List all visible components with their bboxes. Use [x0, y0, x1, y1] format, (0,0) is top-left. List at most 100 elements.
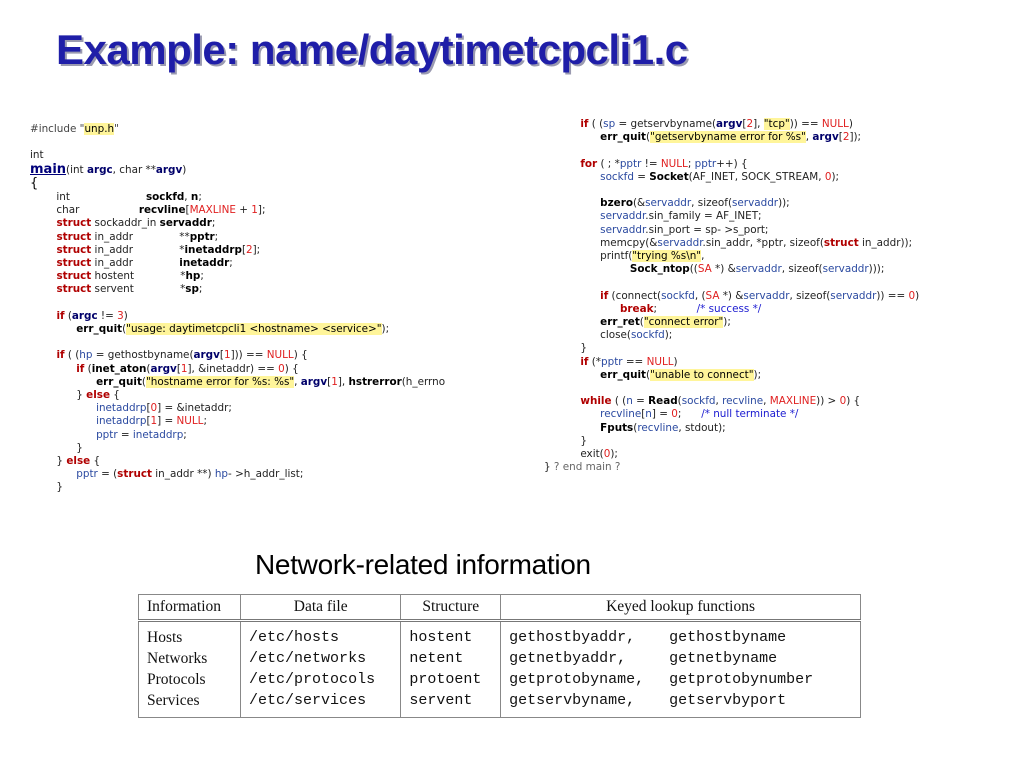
code-token: ], — [753, 118, 764, 130]
code-token — [544, 290, 600, 302]
code-token: inetaddr — [179, 257, 230, 270]
code-token — [544, 316, 600, 328]
code-token: )); — [778, 197, 790, 210]
code-line: char recvline[MAXLINE + 1]; — [30, 204, 545, 217]
code-token: SA — [705, 289, 720, 302]
code-token: [ — [146, 415, 151, 428]
code-token — [544, 369, 600, 381]
code-line: } — [30, 481, 545, 494]
code-token: ] = — [157, 415, 177, 428]
code-token: + — [235, 204, 252, 217]
code-token: )) == — [876, 289, 909, 302]
code-token: sockfd — [630, 329, 665, 342]
code-line: pptr = inetaddrp; — [30, 429, 545, 442]
code-token: pptr — [189, 230, 215, 243]
code-line: #include "unp.h" — [30, 123, 545, 136]
code-line: int — [30, 149, 545, 162]
lookup-function-2: getnetbyname — [669, 650, 778, 667]
code-line: err_quit("usage: daytimetcpcli1 <hostnam… — [30, 323, 545, 336]
code-token: struct — [117, 468, 152, 481]
code-token: ; — [198, 283, 203, 296]
slide-title: Example: name/daytimetcpcli1.c — [56, 26, 688, 73]
code-token: NULL — [660, 157, 688, 170]
code-token: ; — [653, 302, 697, 315]
code-token: servaddr — [159, 217, 212, 230]
code-token: in_addr * — [91, 243, 185, 256]
code-line: servaddr.sin_family = AF_INET; — [544, 210, 1014, 223]
code-token: ) — [915, 289, 920, 302]
code-token: ? end main ? — [553, 461, 621, 474]
code-token: if — [56, 309, 65, 322]
code-line: if (connect(sockfd, (SA *) &servaddr, si… — [544, 290, 1014, 303]
code-line: { — [30, 177, 545, 191]
code-token: pptr — [619, 157, 642, 170]
code-line: bzero(&servaddr, sizeof(servaddr)); — [544, 197, 1014, 210]
cell-data-file: /etc/networks — [240, 648, 401, 669]
code-token: ( — [639, 316, 644, 329]
cell-information: Protocols — [147, 670, 206, 688]
code-token: hp — [214, 468, 229, 481]
code-token: recvline — [722, 395, 764, 408]
code-token: sockfd — [681, 395, 716, 408]
code-token: ( — [141, 375, 146, 388]
code-token: int — [30, 149, 44, 162]
code-line — [30, 297, 545, 310]
code-token: ) { — [846, 395, 861, 408]
code-token: NULL — [266, 349, 294, 362]
code-token: 0 — [150, 402, 158, 415]
code-token: ]); — [849, 131, 862, 144]
code-token: "tcp" — [763, 118, 790, 130]
lookup-function-1: getservbyname, — [509, 692, 636, 709]
code-token: struct — [56, 217, 92, 230]
code-token: (& — [632, 197, 646, 210]
code-token: ]; — [257, 204, 266, 217]
code-token: "hostname error for %s: %s" — [145, 375, 295, 388]
code-token: inetaddrp — [96, 415, 147, 428]
code-token: ])) == — [230, 349, 267, 362]
code-token: ) — [848, 118, 853, 130]
code-token: = ( — [97, 468, 118, 481]
code-token: - >h_addr_list; — [228, 468, 304, 481]
code-token: , — [184, 191, 191, 204]
code-token: ; — [214, 230, 219, 243]
code-token: ; — [200, 270, 204, 283]
code-token: } — [30, 455, 67, 468]
code-line — [30, 136, 545, 149]
code-token: ], — [337, 375, 349, 388]
code-line: err_quit("unable to connect"); — [544, 368, 1014, 382]
code-token: sockaddr_in — [91, 217, 160, 230]
code-line: memcpy(&servaddr.sin_addr, *pptr, sizeof… — [544, 237, 1014, 250]
code-token: argv — [300, 375, 328, 388]
code-token: else — [66, 455, 91, 468]
code-token: servaddr — [600, 210, 646, 223]
code-token: argc — [71, 309, 98, 322]
cell-data-file: /etc/hosts — [240, 620, 401, 648]
code-token — [544, 118, 580, 130]
code-token: in_addr **) — [151, 468, 215, 481]
code-token — [544, 158, 580, 170]
code-token: in_addr — [91, 257, 180, 270]
header-lookup-functions: Keyed lookup functions — [500, 594, 861, 622]
code-token: in_addr)); — [858, 236, 913, 249]
code-line: servaddr.sin_port = sp- >s_port; — [544, 224, 1014, 237]
code-line: struct hostent *hp; — [30, 270, 545, 283]
code-token: MAXLINE — [189, 204, 236, 217]
code-token — [30, 429, 96, 441]
code-token: 0 — [278, 362, 285, 375]
cell-information: Services — [147, 691, 200, 709]
cell-lookup-functions: getservbyname,getservbyport — [500, 690, 861, 718]
code-token: ( — [64, 309, 72, 322]
code-token: (int — [66, 163, 87, 176]
code-token: struct — [56, 257, 92, 270]
code-token: "connect error" — [643, 316, 724, 329]
code-token: 0 — [908, 289, 916, 302]
code-line: struct in_addr *inetaddrp[2]; — [30, 244, 545, 257]
code-token: *) & — [711, 263, 736, 276]
code-token — [544, 131, 600, 143]
code-token: Sock_ntop — [629, 263, 690, 276]
code-token: hp — [79, 349, 93, 362]
code-line — [544, 276, 1014, 289]
code-line: if (*pptr == NULL) — [544, 356, 1014, 369]
code-token: servaddr — [743, 289, 790, 302]
code-token — [544, 263, 630, 275]
